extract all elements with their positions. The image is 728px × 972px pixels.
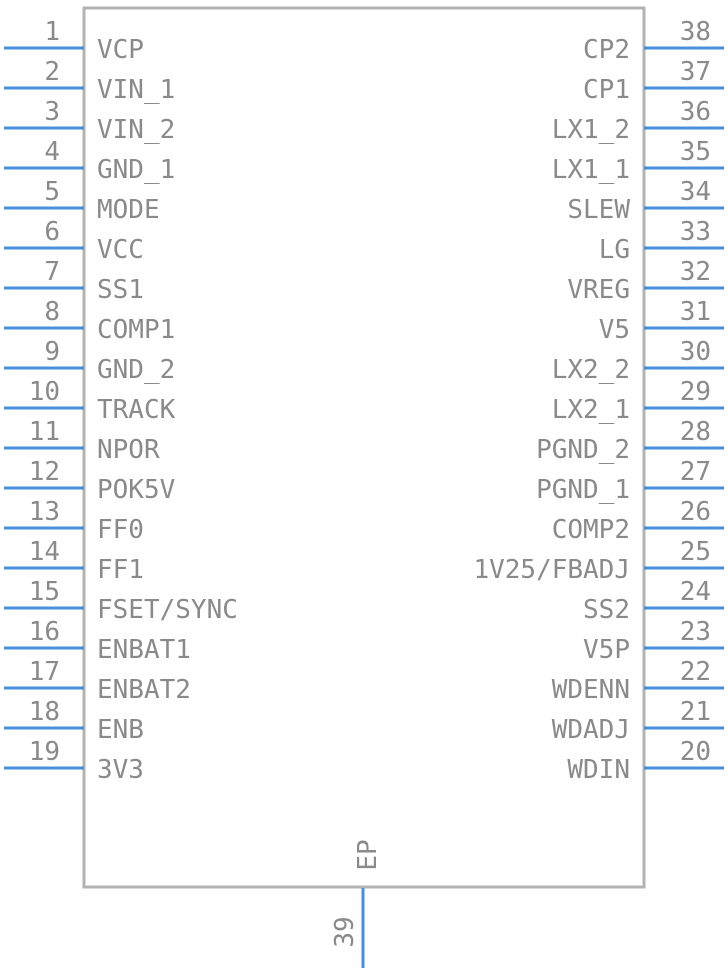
pin-label-lx2-1: LX2_1: [552, 395, 630, 425]
pin-number-21: 21: [680, 697, 711, 727]
pin-label-lx2-2: LX2_2: [552, 355, 630, 385]
pin-number-28: 28: [680, 417, 711, 447]
pin-number-17: 17: [29, 657, 60, 687]
pin-label-pgnd-1: PGND_1: [536, 475, 630, 505]
pin-number-5: 5: [44, 177, 60, 207]
pin-number-4: 4: [44, 137, 60, 167]
pin-number-3: 3: [44, 97, 60, 127]
pin-label-vreg: VREG: [567, 275, 630, 305]
pin-label-pok5v: POK5V: [97, 475, 175, 505]
pin-number-23: 23: [680, 617, 711, 647]
pin-label-fset-sync: FSET/SYNC: [97, 595, 238, 625]
pin-number-22: 22: [680, 657, 711, 687]
bottom-pin-group: 39 EP: [330, 839, 383, 968]
pin-number-13: 13: [29, 497, 60, 527]
pin-label-lx1-2: LX1_2: [552, 115, 630, 145]
pin-label-ss2: SS2: [583, 595, 630, 625]
pin-label-wdadj: WDADJ: [552, 715, 630, 745]
pin-label-ep: EP: [353, 839, 383, 870]
pin-label-mode: MODE: [97, 195, 160, 225]
pin-label-gnd-1: GND_1: [97, 155, 175, 185]
pin-number-1: 1: [44, 17, 60, 47]
pin-number-19: 19: [29, 737, 60, 767]
pin-label-3v3: 3V3: [97, 755, 144, 785]
pin-number-11: 11: [29, 417, 60, 447]
pin-label-cp1: CP1: [583, 75, 630, 105]
pin-number-20: 20: [680, 737, 711, 767]
pin-number-39: 39: [330, 916, 360, 947]
pin-number-24: 24: [680, 577, 711, 607]
pin-number-26: 26: [680, 497, 711, 527]
pin-number-2: 2: [44, 57, 60, 87]
pin-number-37: 37: [680, 57, 711, 87]
pin-label-enb: ENB: [97, 715, 144, 745]
pin-number-31: 31: [680, 297, 711, 327]
pin-number-33: 33: [680, 217, 711, 247]
pin-label-vcp: VCP: [97, 35, 144, 65]
pin-number-32: 32: [680, 257, 711, 287]
pin-number-16: 16: [29, 617, 60, 647]
pin-number-30: 30: [680, 337, 711, 367]
pin-label-ff0: FF0: [97, 515, 144, 545]
pin-label-vcc: VCC: [97, 235, 144, 265]
pin-label-v5p: V5P: [583, 635, 630, 665]
pin-label-ff1: FF1: [97, 555, 144, 585]
pin-label-lg: LG: [599, 235, 630, 265]
pin-label-1v25-fbadj: 1V25/FBADJ: [473, 555, 630, 585]
pin-number-29: 29: [680, 377, 711, 407]
pin-number-38: 38: [680, 17, 711, 47]
pin-number-36: 36: [680, 97, 711, 127]
pin-label-enbat1: ENBAT1: [97, 635, 191, 665]
pin-label-vin-1: VIN_1: [97, 75, 175, 105]
pin-number-27: 27: [680, 457, 711, 487]
pin-label-cp2: CP2: [583, 35, 630, 65]
pin-label-enbat2: ENBAT2: [97, 675, 191, 705]
pin-number-9: 9: [44, 337, 60, 367]
pin-number-25: 25: [680, 537, 711, 567]
pin-label-vin-2: VIN_2: [97, 115, 175, 145]
pin-label-pgnd-2: PGND_2: [536, 435, 630, 465]
ic-body: [82, 6, 646, 889]
pin-number-35: 35: [680, 137, 711, 167]
pin-label-wdin: WDIN: [567, 755, 630, 785]
pin-label-ss1: SS1: [97, 275, 144, 305]
pin-number-14: 14: [29, 537, 60, 567]
pin-number-6: 6: [44, 217, 60, 247]
pin-label-track: TRACK: [97, 395, 176, 425]
pin-number-7: 7: [44, 257, 60, 287]
pin-number-12: 12: [29, 457, 60, 487]
pin-number-10: 10: [29, 377, 60, 407]
pin-label-comp2: COMP2: [552, 515, 630, 545]
pin-number-8: 8: [44, 297, 60, 327]
pin-label-lx1-1: LX1_1: [552, 155, 630, 185]
pin-label-slew: SLEW: [567, 195, 630, 225]
pin-label-npor: NPOR: [97, 435, 160, 465]
pin-label-comp1: COMP1: [97, 315, 175, 345]
pin-label-v5: V5: [599, 315, 630, 345]
pin-number-18: 18: [29, 697, 60, 727]
pin-number-15: 15: [29, 577, 60, 607]
pin-label-wdenn: WDENN: [552, 675, 630, 705]
pin-number-34: 34: [680, 177, 711, 207]
pin-label-gnd-2: GND_2: [97, 355, 175, 385]
